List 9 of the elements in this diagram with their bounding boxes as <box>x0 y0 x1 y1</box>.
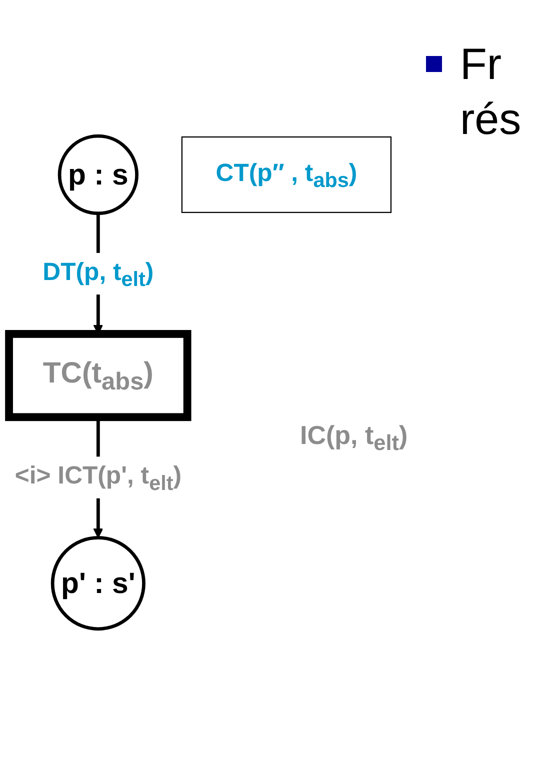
node-box: TC(t$_{abs}$) <box>5 330 192 422</box>
node-circle: p' : s' <box>50 536 146 631</box>
node-circle: p : s <box>58 134 138 216</box>
edge-label: <i> ICT(p', t$_{elt}$) <box>14 461 182 494</box>
text-label: Fr <box>460 40 502 90</box>
text-label: rés <box>460 95 522 145</box>
text-label: IC(p, t$_{elt}$) <box>300 420 408 456</box>
node-box: CT(p″ , t$_{abs}$) <box>181 136 392 213</box>
edge-label: DT(p, t$_{elt}$) <box>42 257 154 291</box>
